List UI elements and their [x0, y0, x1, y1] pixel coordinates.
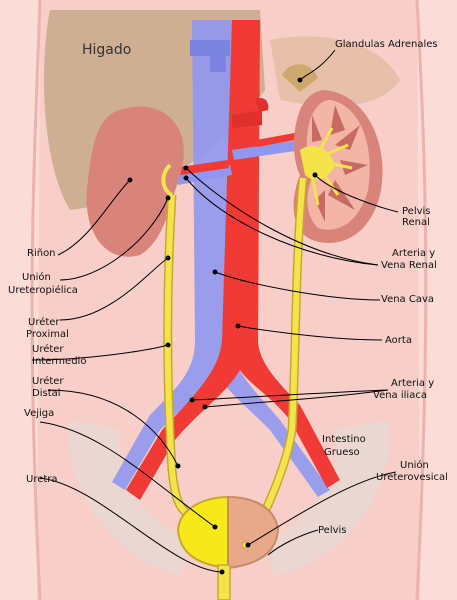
celiac-trunk [255, 98, 269, 112]
label-union-uv-1: Unión [400, 459, 429, 471]
label-union-uv-2: Ureterovesical [376, 472, 448, 483]
torso-outline-right [415, 0, 428, 600]
torso-outline-left [30, 0, 42, 600]
kidney-right-pyramids [312, 105, 368, 222]
label-ureter-dist-2: Distal [32, 388, 61, 399]
label-arteria-renal-1: Arteria y [392, 248, 435, 259]
calyces [310, 127, 353, 206]
hepatic-vein-branch [210, 46, 226, 72]
label-aorta: Aorta [385, 335, 412, 346]
urethra [217, 564, 231, 600]
label-uretra: Uretra [26, 474, 58, 485]
label-pelvis: Pelvis [318, 525, 347, 536]
renal-artery-right [256, 132, 301, 147]
renal-artery-left [172, 160, 229, 176]
pelvis-bone-left [68, 420, 190, 575]
renal-vein-left [175, 165, 232, 185]
label-ureter-dist-1: Uréter [32, 375, 64, 387]
kidney-left [86, 106, 184, 257]
renal-artery-upper [232, 110, 262, 128]
label-pelvis-renal-2: Renal [402, 217, 430, 228]
label-arteria-iliaca-1: Arteria y [391, 378, 434, 389]
label-ureter-int-1: Uréter [32, 343, 64, 355]
label-vena-cava: Vena Cava [381, 294, 434, 305]
label-union-1: Unión [22, 271, 51, 283]
label-pelvis-renal-1: Pelvis [402, 206, 431, 217]
bladder-wall [227, 495, 280, 570]
label-arteria-renal-2: Vena Renal [381, 260, 437, 271]
ureter-left [164, 194, 192, 518]
label-arteria-iliaca-2: Vena iliaca [373, 390, 427, 401]
label-union-2: Ureteropiélica [8, 284, 78, 296]
leader-lines [31, 49, 399, 575]
label-ureter-int-2: Intermedio [32, 356, 86, 367]
aorta [126, 20, 340, 500]
label-ureter-prox-1: Uréter [28, 316, 60, 328]
label-intestino-1: Intestino [322, 434, 366, 445]
label-intestino-2: Grueso [324, 447, 360, 458]
renal-pelvis-left [161, 163, 174, 197]
label-vejiga: Vejiga [24, 408, 54, 419]
renal-vein-right [232, 140, 302, 160]
vena-cava [112, 20, 330, 497]
label-ureter-prox-2: Proximal [26, 329, 69, 340]
pelvis-bone-right [265, 420, 390, 575]
label-higado: Higado [82, 42, 131, 58]
label-glandulas: Glandulas Adrenales [335, 39, 438, 50]
label-rinon: Riñon [27, 248, 56, 259]
